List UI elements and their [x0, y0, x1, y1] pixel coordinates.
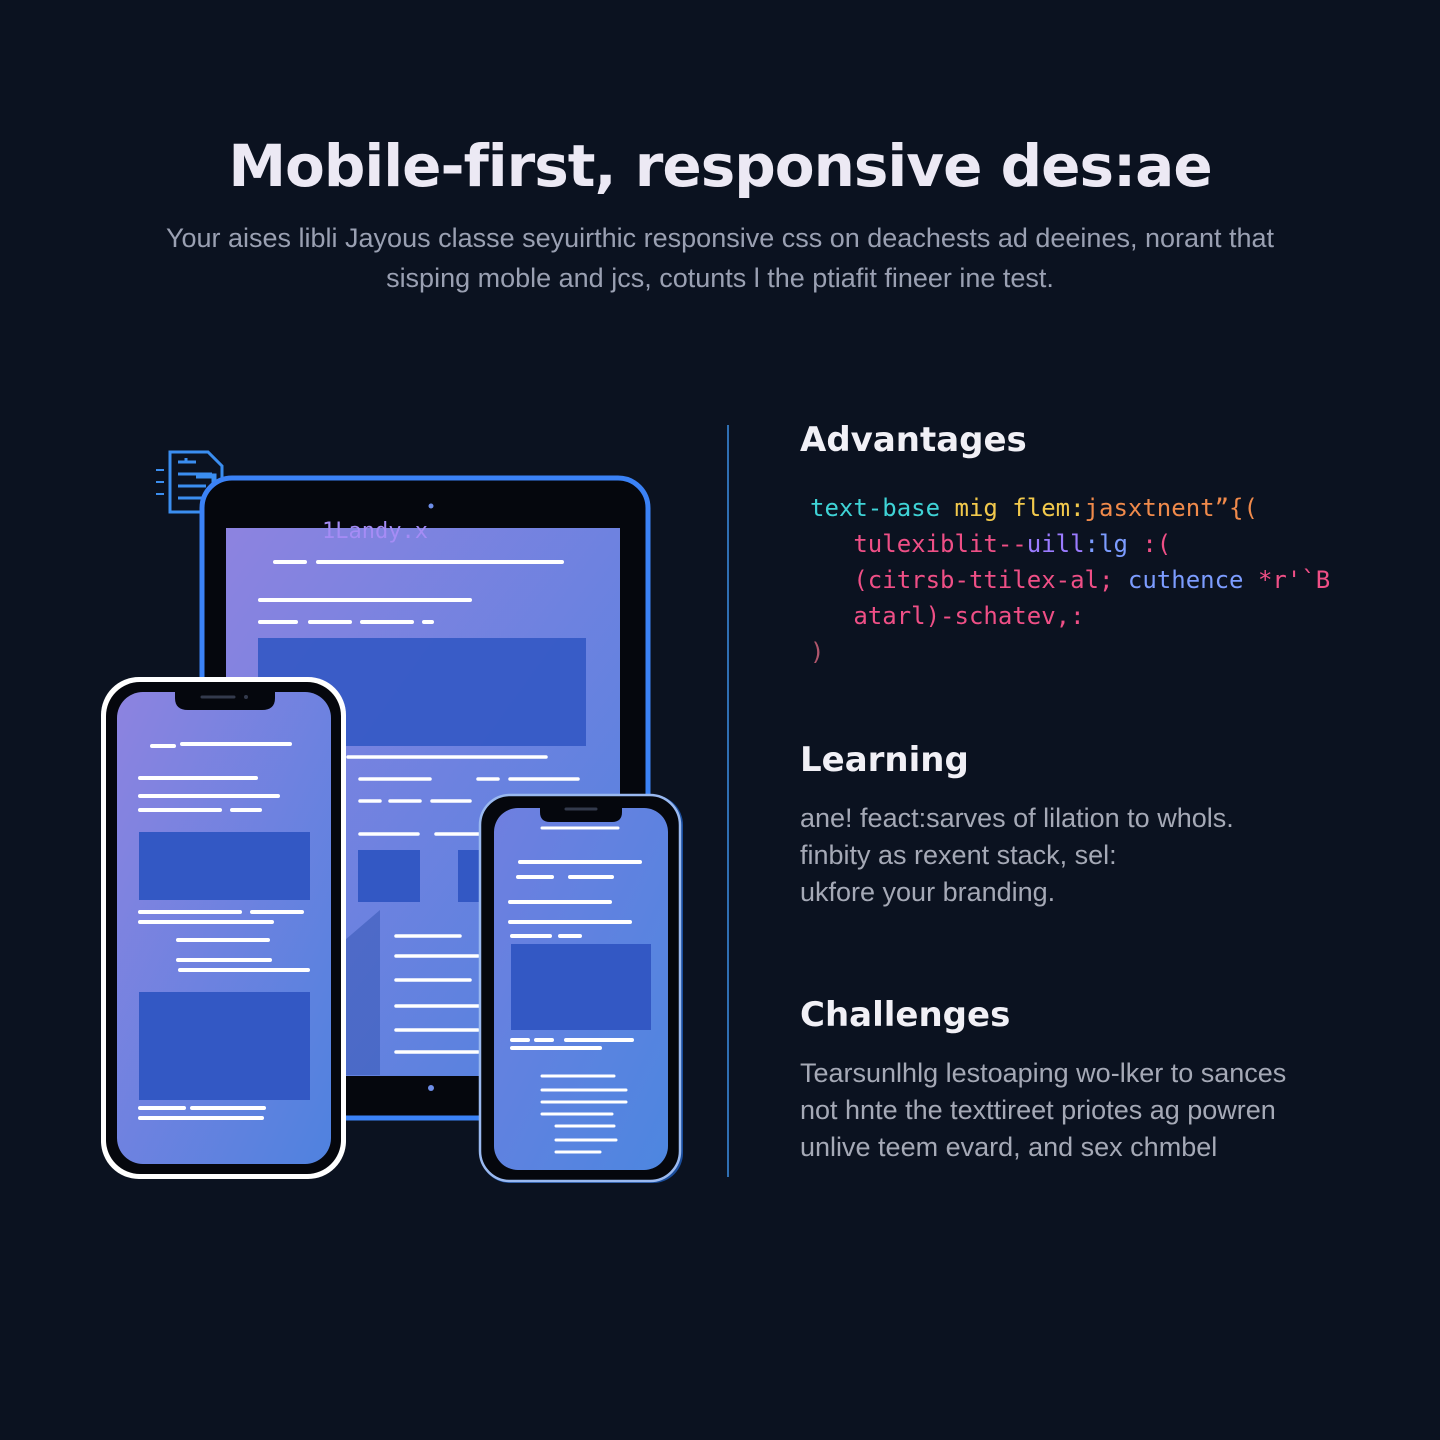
challenges-title: Challenges	[800, 995, 1011, 1035]
vertical-divider	[727, 425, 729, 1177]
phone-large	[101, 677, 346, 1179]
learning-text: ane! feact:sarves of lilation to whols. …	[800, 800, 1400, 911]
code-line: text-base mig flem:jasxtnent”{(	[810, 490, 1400, 526]
code-token: tulexiblit--	[810, 530, 1027, 558]
learning-line: ane! feact:sarves of lilation to whols.	[800, 803, 1234, 833]
learning-title: Learning	[800, 740, 969, 780]
advantages-title: Advantages	[800, 420, 1027, 460]
challenges-section: Challenges Tearsunlhlg lestoaping wo-lke…	[800, 995, 1420, 1166]
challenges-line: Tearsunlhlg lestoaping wo-lker to sances	[800, 1058, 1287, 1088]
learning-section: Learning ane! feact:sarves of lilation t…	[800, 740, 1400, 911]
code-token: )	[810, 638, 825, 666]
code-line: )	[810, 634, 1400, 670]
code-line: tulexiblit--uill:lg :(	[810, 526, 1400, 562]
code-snippet: text-base mig flem:jasxtnent”{( tulexibl…	[810, 490, 1400, 670]
learning-line: finbity as rexent stack, sel:	[800, 840, 1117, 870]
page-subtitle: Your aises libli Jayous classe seyuirthi…	[165, 223, 1275, 293]
code-line: atarl)-schatev,:	[810, 598, 1400, 634]
code-token: jasxtnent”{(	[1084, 494, 1258, 522]
code-token: mig	[954, 494, 1013, 522]
code-token: uill	[1026, 530, 1085, 558]
challenges-text: Tearsunlhlg lestoaping wo-lker to sances…	[800, 1055, 1420, 1166]
code-token: text-base	[810, 494, 955, 522]
code-token: cuthence	[1127, 566, 1258, 594]
challenges-line: not hnte the texttireet priotes ag powre…	[800, 1095, 1276, 1125]
learning-line: ukfore your branding.	[800, 877, 1056, 907]
code-token: :lg	[1084, 530, 1143, 558]
challenges-line: unlive teem evard, and sex chmbel	[800, 1132, 1218, 1162]
code-token: flem:	[1012, 494, 1085, 522]
code-token: (citrsb-ttilex-al;	[810, 566, 1128, 594]
tablet-screen-label: 1Landy.x	[322, 519, 428, 544]
advantages-section: Advantages text-base mig flem:jasxtnent”…	[800, 420, 1400, 670]
phone-small	[478, 793, 683, 1183]
responsive-devices-illustration: 1Landy.x	[101, 450, 683, 1183]
code-token: :(	[1142, 530, 1172, 558]
code-line: (citrsb-ttilex-al; cuthence *r'`B	[810, 562, 1400, 598]
code-token: atarl)-schatev,:	[810, 602, 1085, 630]
page-title: Mobile-first, responsive des:ae	[228, 132, 1212, 200]
code-token: *r'`B	[1257, 566, 1331, 594]
